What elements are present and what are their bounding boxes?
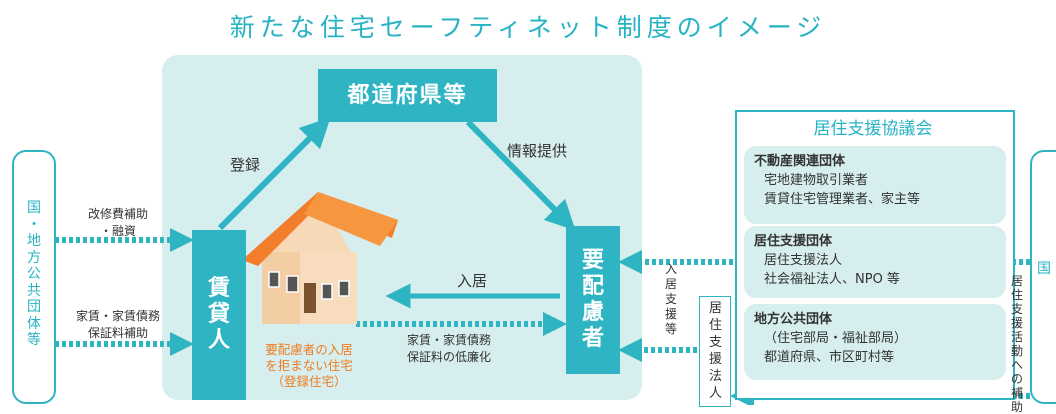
council-group-item: （住宅部局・福祉部局） <box>764 331 908 346</box>
council-group-item: 居住支援法人 <box>764 253 843 268</box>
support-corporation-label: 居 住 支 援 法 人 <box>708 301 722 401</box>
right-government-box <box>1030 150 1056 404</box>
requirer-char: 配 <box>581 274 604 300</box>
council-group-local-gov: 地方公共団体 （住宅部局・福祉部局） 都道府県、市区町村等 <box>744 304 1006 380</box>
rent-reduction-label: 家賃・家賃債務 保証料の低廉化 <box>407 333 492 364</box>
prefecture-box: 都道府県等 <box>318 69 497 122</box>
info-label: 情報提供 <box>507 142 568 160</box>
requirer-char: 者 <box>581 325 604 351</box>
move-in-support-label: 入 居 支 援 等 <box>664 262 677 336</box>
house-caption: 要配慮者の入居 を拒まない住宅 （登録住宅） <box>265 342 353 389</box>
info-arrow <box>465 119 576 231</box>
council-group-item: 賃貸住宅管理業者、家主等 <box>764 192 921 207</box>
council-group-realestate: 不動産関連団体 宅地建物取引業者 賃貸住宅管理業者、家主等 <box>744 146 1006 224</box>
support-corporation-box <box>699 296 731 407</box>
council-group-support: 居住支援団体 居住支援法人 社会福祉法人、NPO 等 <box>744 226 1006 298</box>
diagram-title: 新たな住宅セーフティネット制度のイメージ <box>229 13 827 42</box>
right-government-label: 国 <box>1037 261 1051 277</box>
register-arrow <box>217 117 331 231</box>
lessor-box: 賃 貸 人 <box>192 230 246 400</box>
council-group-item: 社会福祉法人、NPO 等 <box>764 272 900 287</box>
rent-guarantee-subsidy-label: 家賃・家賃債務 保証料補助 <box>75 309 160 340</box>
left-government-label: 国 ・ 地 方 公 共 団 体 等 <box>27 200 41 348</box>
support-activity-subsidy-label: 居 住 支 援 活 動 へ の 補 助 <box>1010 274 1023 414</box>
council-group-heading: 居住支援団体 <box>754 234 833 249</box>
requirer-char: 慮 <box>581 300 604 325</box>
renovation-subsidy-label: 改修費補助 ・融資 <box>87 207 148 238</box>
register-label: 登録 <box>230 156 261 174</box>
lessor-char: 貸 <box>207 302 230 328</box>
council-group-item: 都道府県、市区町村等 <box>764 350 895 365</box>
council-group-item: 宅地建物取引業者 <box>764 173 869 188</box>
requirer-box: 要 配 慮 者 <box>566 226 620 374</box>
council-group-heading: 地方公共団体 <box>754 312 833 327</box>
left-government-box <box>12 150 56 404</box>
council-group-heading: 不動産関連団体 <box>754 154 846 169</box>
requirer-char: 要 <box>581 248 604 274</box>
move-in-label: 入居 <box>457 272 488 290</box>
house-icon <box>242 192 398 324</box>
lessor-char: 賃 <box>207 276 230 302</box>
lessor-char: 人 <box>207 327 230 353</box>
council-title: 居住支援協議会 <box>813 119 933 139</box>
